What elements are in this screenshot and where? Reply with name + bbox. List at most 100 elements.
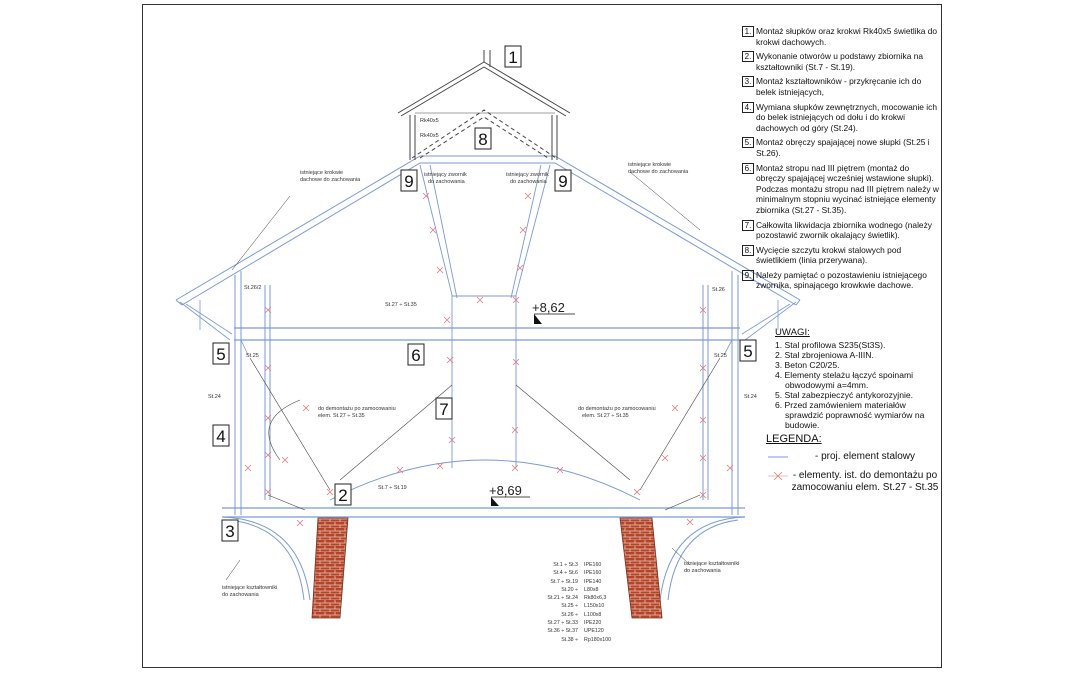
demolition-cross-mark xyxy=(264,488,272,496)
marker-3: 3 xyxy=(225,522,234,541)
demolition-cross-mark xyxy=(516,264,524,272)
legend-title: LEGENDA: xyxy=(766,433,822,445)
floor-beam-lower xyxy=(222,507,745,518)
walls xyxy=(234,271,739,515)
spec-element: St.38 ÷ xyxy=(561,636,578,643)
marker-9-right: 9 xyxy=(558,172,567,191)
marker-6: 6 xyxy=(411,346,420,365)
demolition-crosses xyxy=(244,192,734,527)
demolition-cross-mark xyxy=(699,306,707,314)
note-number: 8. xyxy=(742,244,754,256)
note-text: Montaż stropu nad III piętrem (montaż do… xyxy=(756,162,939,215)
remark-item: 3. Beton C20/25. xyxy=(775,360,840,370)
marker-9-left: 9 xyxy=(404,172,413,191)
marker-8: 8 xyxy=(478,130,487,149)
demolition-cross-mark xyxy=(512,358,520,366)
label-dem-l1: do demontażu po zamocowaniu xyxy=(318,406,396,412)
steel-line-icon xyxy=(766,451,790,463)
demolition-cross-mark xyxy=(302,404,310,412)
demolition-cross-mark xyxy=(699,454,707,462)
demolition-cross-mark xyxy=(519,226,527,234)
demolition-cross-mark xyxy=(556,466,564,474)
label-zwornik-l1: istniejący zwornik xyxy=(424,172,467,178)
note-text: Całkowita likwidacja zbiornika wodnego (… xyxy=(756,219,932,241)
spec-profile: Rk80x6,3 xyxy=(584,595,607,602)
demolition-cross-mark xyxy=(699,364,707,372)
note-item: 9.Należy pamiętać o pozostawieniu istnie… xyxy=(742,269,940,291)
spec-profile: UPE120 xyxy=(584,628,604,635)
remark-item: 1. Stal profilowa S235(St3S). xyxy=(775,340,886,350)
spec-profile: L80x8 xyxy=(584,586,599,593)
note-number: 3. xyxy=(742,76,754,88)
demolition-cross-mark xyxy=(524,192,532,200)
note-number: 2. xyxy=(742,51,754,63)
marker-numbers: 1 8 9 9 6 5 5 7 4 2 3 xyxy=(216,48,752,541)
elevation-lower: +8,69 xyxy=(489,483,530,506)
small-labels: Rk40x5 Rk40x5 istniejące krokwie dachowe… xyxy=(208,118,757,598)
note-number: 1. xyxy=(742,26,754,37)
note-text: Montaż obręczy spajającej nowe słupki (S… xyxy=(756,137,930,158)
remarks-title: UWAGI: xyxy=(775,327,810,338)
spec-element: St.20 ÷ xyxy=(561,586,578,593)
spec-profile: IPE160 xyxy=(584,570,602,577)
floor-beam-upper xyxy=(234,327,740,341)
marker-2: 2 xyxy=(338,486,347,505)
spec-element: St.21 ÷ St.24 xyxy=(547,595,578,602)
demolition-cross-mark xyxy=(686,518,694,526)
spec-profile: IPE160 xyxy=(584,562,602,568)
spec-element: St.25 ÷ xyxy=(561,603,578,610)
demolition-cross-mark xyxy=(511,426,519,434)
tank-funnel xyxy=(329,164,641,501)
roof xyxy=(175,155,801,306)
label-ksz-r2: do zachowania xyxy=(684,568,722,574)
label-st25-left: St.25 xyxy=(246,353,259,359)
marker-7: 7 xyxy=(439,400,448,419)
note-item: 3.Montaż kształtowników - przykręcanie i… xyxy=(742,76,940,97)
demolition-cross-mark xyxy=(446,356,454,364)
spec-element: St.26 ÷ xyxy=(561,611,578,618)
label-zwornik-l2: do zachowania xyxy=(428,179,466,185)
note-text: Wymiana słupków zewnętrznych, mocowanie … xyxy=(756,101,937,133)
elevation-upper: +8,62 xyxy=(532,300,575,324)
label-dem-r2: elem. St.27 ÷ St.35 xyxy=(582,413,629,419)
demolition-cross-mark xyxy=(264,364,272,372)
note-text: Wycięcie szczytu krokwi stalowych pod św… xyxy=(756,244,902,266)
legend-item-steel: - proj. element stalowy xyxy=(766,451,940,463)
demolition-cross-mark xyxy=(396,466,404,474)
label-dem-l2: elem. St.27 ÷ St.35 xyxy=(318,413,365,419)
demolition-cross-mark xyxy=(264,306,272,314)
spec-row: St.21 ÷ St.24 Rk80x6,3 xyxy=(520,594,640,602)
remark-item: 4. Elementy stelażu łączyć spoinami obwo… xyxy=(775,370,914,390)
legend: LEGENDA: - proj. element stalowy - eleme… xyxy=(766,433,940,501)
demolition-cross-mark xyxy=(436,462,444,470)
leader-lines xyxy=(225,171,701,581)
spec-profile: L150x10 xyxy=(584,603,605,610)
demolition-cross-mark xyxy=(671,404,679,412)
spec-element: St.1 ÷ St.3 xyxy=(553,562,578,568)
spec-element: St.7 ÷ St.19 xyxy=(550,578,578,585)
label-st27-35: St.27 ÷ St.35 xyxy=(385,302,417,308)
label-ksz-r1: istniejące kształtowniki xyxy=(684,561,739,567)
label-st25-right: St.25 xyxy=(714,353,727,359)
label-st24-left: St.24 xyxy=(208,394,221,400)
note-text: Montaż kształtowników - przykręcanie ich… xyxy=(756,76,922,97)
demolition-cross-mark xyxy=(661,454,669,462)
demolition-cross-mark xyxy=(448,436,456,444)
spec-row: St.20 ÷ L80x8 xyxy=(520,586,640,594)
label-krokwie-r2: dachowe do zachowania xyxy=(628,169,689,175)
demolition-cross-mark xyxy=(264,451,272,459)
label-ksz-l2: do zachowania xyxy=(222,592,260,598)
curved-brackets xyxy=(221,516,746,601)
elevation-862: +8,62 xyxy=(532,300,565,315)
label-ksz-l1: istniejące kształtowniki xyxy=(222,585,277,591)
demolition-cross-mark xyxy=(264,414,272,422)
label-krokwie-l2: dachowe do zachowania xyxy=(300,177,361,183)
note-text: Wykonanie otworów u podstawy zbiornika n… xyxy=(756,51,924,72)
remark-item: 6. Przed zamówieniem materiałów sprawdzi… xyxy=(775,400,925,430)
drawing-sheet xyxy=(142,4,942,668)
note-number: 7. xyxy=(742,219,754,231)
